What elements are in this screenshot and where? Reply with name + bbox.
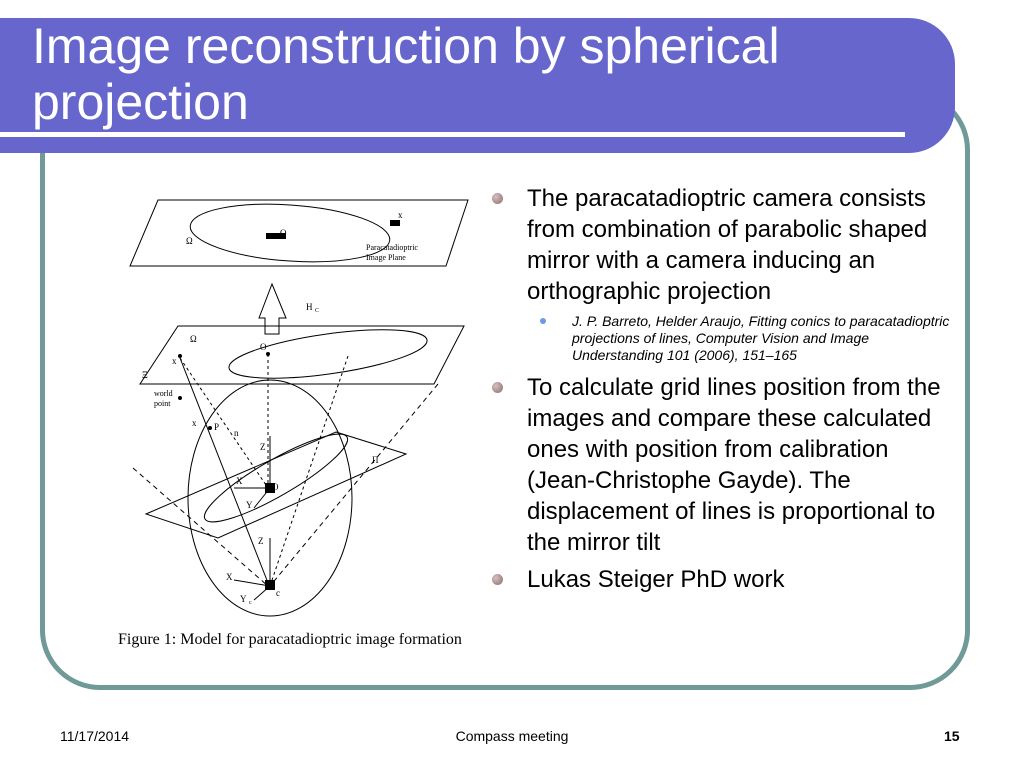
label-world-2: point	[154, 399, 171, 408]
label-x-bar: x	[172, 356, 177, 366]
bullet-text: The paracatadioptric camera consists fro…	[527, 185, 928, 305]
ray-line	[269, 383, 439, 587]
sphere	[187, 379, 353, 617]
ray-line	[132, 467, 269, 587]
ray-line	[269, 355, 349, 587]
ray-line	[179, 357, 271, 589]
image-point-marker	[390, 220, 400, 226]
label-world-1: world	[154, 389, 173, 398]
bullet-item: To calculate grid lines position from th…	[490, 372, 960, 558]
label-o: O	[260, 342, 267, 352]
bullet-item: The paracatadioptric camera consists fro…	[490, 183, 960, 307]
label-x-axis: X	[236, 476, 243, 486]
label-zc: Z	[258, 536, 264, 546]
footer-title: Compass meeting	[455, 728, 569, 744]
bullet-list: The paracatadioptric camera consists fro…	[490, 183, 960, 601]
figure-diagram: Ω O x Paracatadioptric Image Plane H C Ω…	[118, 199, 469, 648]
label-hc-sub: C	[315, 308, 319, 314]
bullet-icon	[492, 574, 503, 585]
label-c-sub: c	[249, 600, 252, 606]
slide-title: Image reconstruction by spherical projec…	[32, 18, 780, 130]
footer-date: 11/17/2014	[60, 728, 130, 744]
plane-xi	[139, 325, 465, 385]
bullet-text: Lukas Steiger PhD work	[527, 566, 785, 593]
xc-axis	[233, 579, 271, 587]
plane-pi	[144, 431, 408, 539]
label-z: Z	[260, 442, 266, 452]
camera-center-marker	[265, 580, 275, 590]
label-image-plane-2: Image Plane	[366, 253, 406, 262]
point-p-dot	[208, 426, 212, 430]
sub-bullet-icon	[540, 318, 546, 324]
label-x: x	[192, 418, 197, 428]
label-image-plane-1: Paracatadioptric	[366, 243, 418, 252]
label-y-axis: Y	[246, 500, 253, 510]
title-band	[0, 18, 955, 153]
plane-xi-conic	[228, 329, 428, 379]
label-xi: Ξ	[142, 370, 148, 380]
paracatadioptric-figure: Ω O x Paracatadioptric Image Plane H C Ω…	[108, 178, 478, 663]
bullet-text: To calculate grid lines position from th…	[527, 374, 941, 556]
sub-bullet-item: J. P. Barreto, Helder Araujo, Fitting co…	[490, 313, 960, 364]
label-o-hat: O	[280, 228, 287, 238]
bullet-icon	[492, 193, 503, 204]
label-pi: Π	[372, 455, 379, 465]
great-circle	[203, 433, 349, 523]
label-yc: Y	[240, 594, 247, 604]
label-x-hat: x	[398, 210, 403, 220]
label-c: c	[276, 588, 280, 598]
origin-marker	[265, 483, 275, 493]
image-conic	[189, 203, 391, 263]
title-underline	[0, 132, 905, 137]
label-n: n	[234, 428, 239, 438]
label-p: P	[214, 422, 219, 432]
label-xc: X	[226, 572, 233, 582]
label-hc: H	[306, 302, 313, 312]
xbar-dot	[178, 354, 182, 358]
image-plane	[129, 199, 469, 267]
label-o-center: O	[272, 482, 279, 492]
figure-caption: Figure 1: Model for paracatadioptric ima…	[118, 631, 462, 648]
label-omega: Ω	[190, 334, 197, 344]
world-point-dot	[178, 396, 182, 400]
image-center-marker	[266, 233, 286, 239]
page-number: 15	[944, 728, 960, 744]
bullet-item: Lukas Steiger PhD work	[490, 564, 960, 595]
sub-bullet-text: J. P. Barreto, Helder Araujo, Fitting co…	[572, 313, 950, 363]
ray-line	[179, 357, 269, 489]
o-dot	[266, 352, 270, 356]
label-omega-hat: Ω	[186, 236, 193, 246]
bullet-icon	[492, 382, 503, 393]
